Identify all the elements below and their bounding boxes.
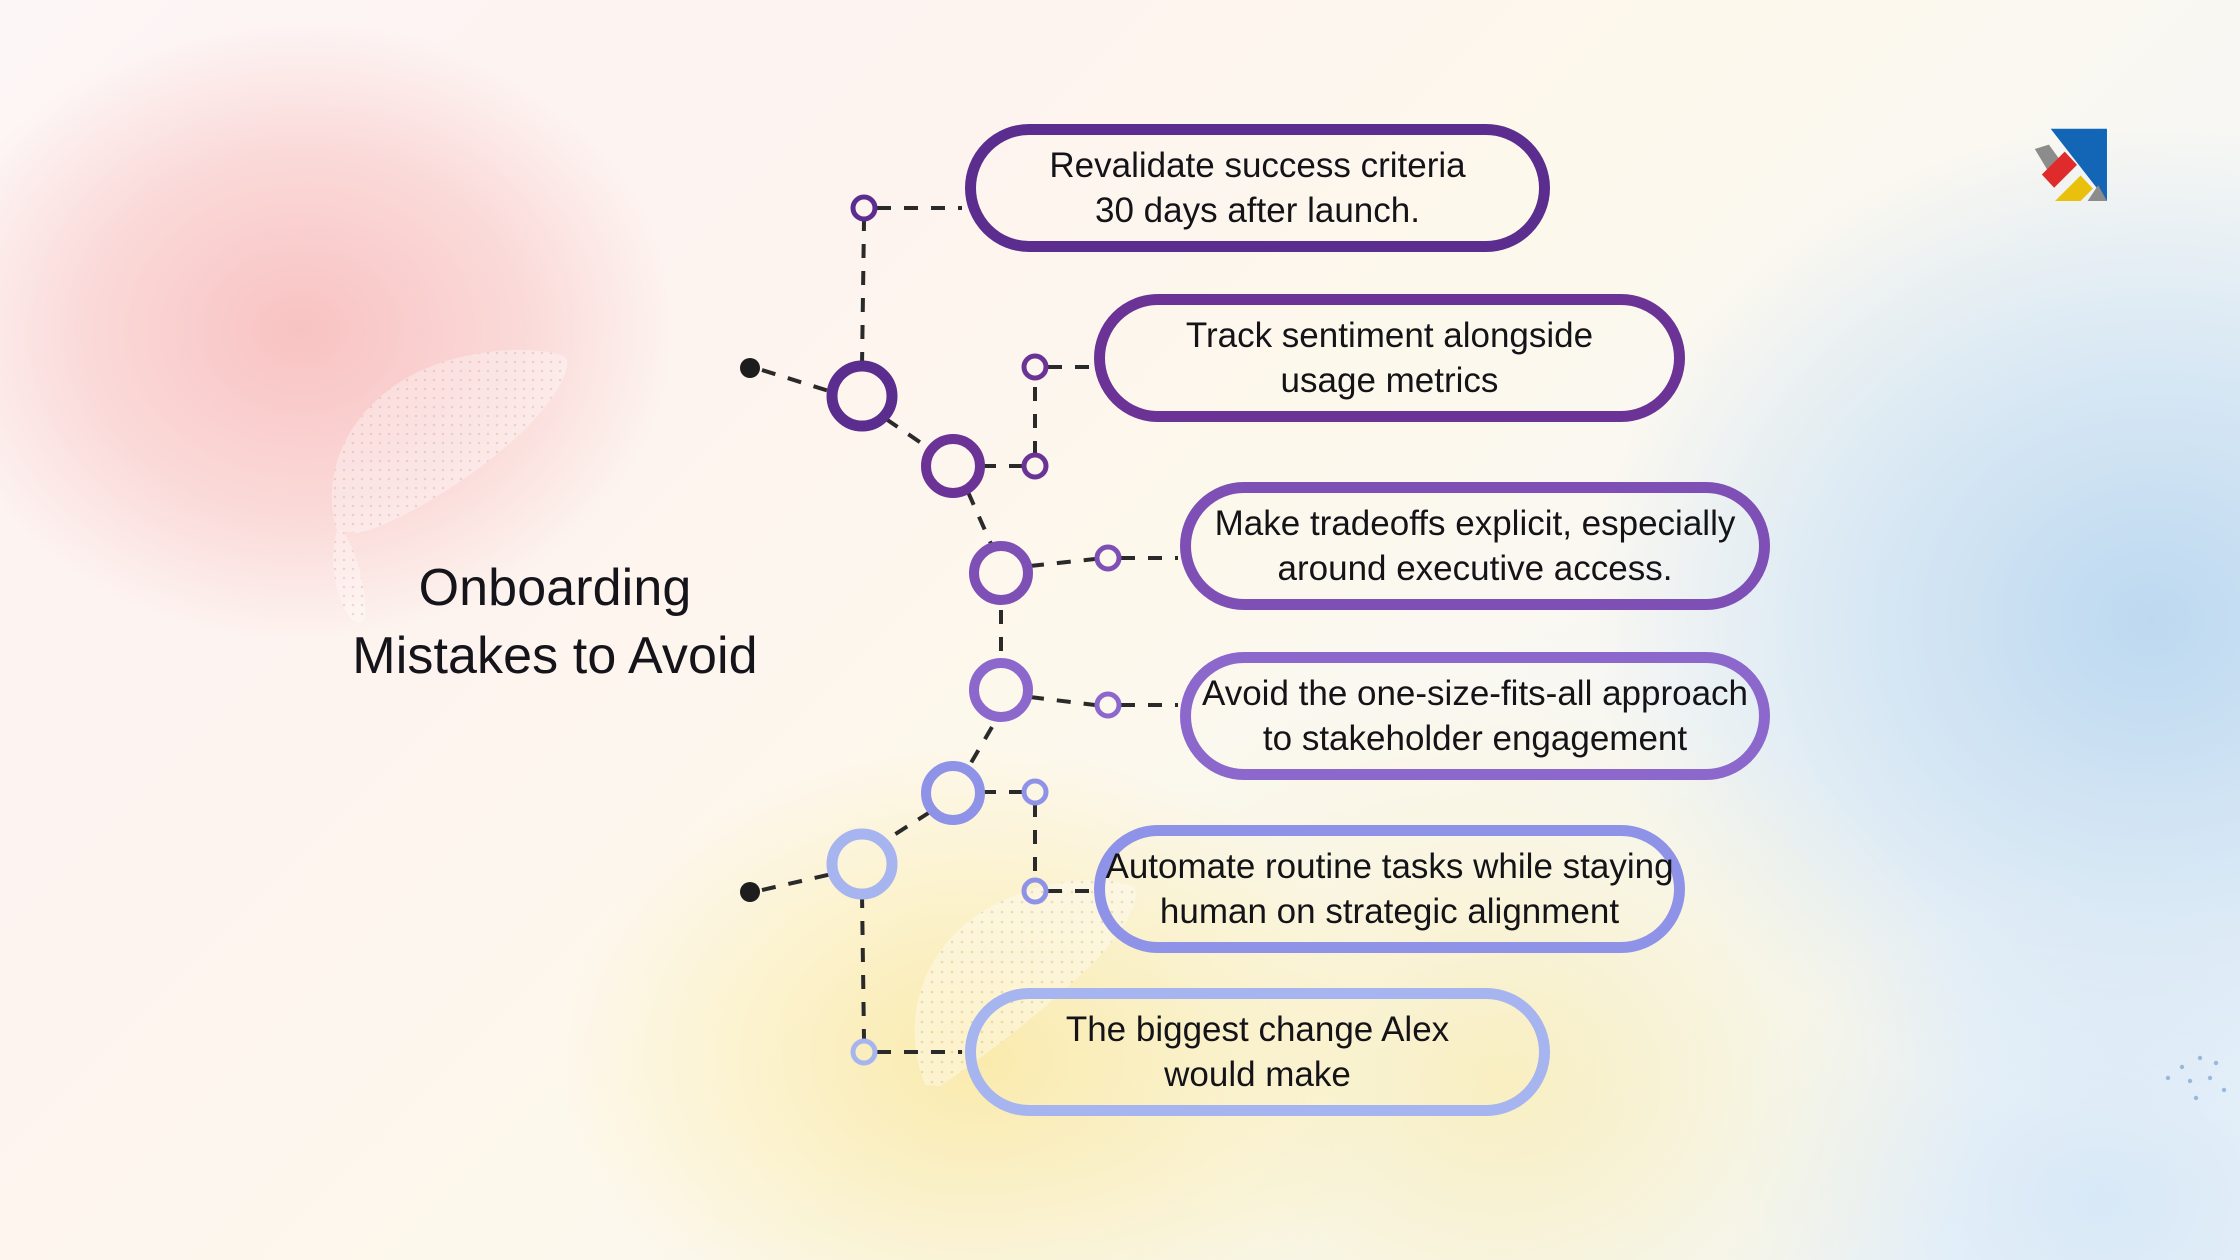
elbow-ring-1 xyxy=(850,194,878,222)
callout-bubble-3[interactable]: Make tradeoffs explicit, especially arou… xyxy=(1180,482,1770,610)
callout-1-line-1: Revalidate success criteria xyxy=(1049,145,1466,185)
callout-bubble-2[interactable]: Track sentiment alongside usage metrics xyxy=(1094,294,1685,422)
elbow-rings xyxy=(850,194,1122,1066)
page-title-line-2: Mistakes to Avoid xyxy=(352,626,758,685)
node-ring-5 xyxy=(921,761,985,825)
callout-1-line-2: 30 days after launch. xyxy=(1095,191,1420,230)
callout-bubble-1[interactable]: Revalidate success criteria 30 days afte… xyxy=(965,124,1550,252)
callout-text-2: Track sentiment alongside usage metrics xyxy=(1186,313,1593,404)
node-rings xyxy=(826,360,1033,900)
elbow-ring-5b xyxy=(1021,877,1049,905)
callout-4-line-2: to stakeholder engagement xyxy=(1262,719,1688,758)
wire-node3-to-elbow xyxy=(1029,557,1096,568)
callout-bubble-6[interactable]: The biggest change Alex would make xyxy=(965,988,1550,1116)
wire-node5-to-node6 xyxy=(884,810,932,842)
callout-text-5: Automate routine tasks while staying hum… xyxy=(1105,844,1673,935)
callout-2-line-1: Track sentiment alongside xyxy=(1185,315,1594,355)
callout-3-line-2: around executive access. xyxy=(1277,549,1673,588)
logo-gray-triangle-lower xyxy=(2087,185,2107,201)
chain-start-dot-lower xyxy=(740,882,760,902)
wire-node6-elbow-vertical xyxy=(860,893,866,1040)
node-ring-2 xyxy=(921,434,985,498)
wire-node4-to-elbow xyxy=(1029,695,1096,707)
callout-3-line-1: Make tradeoffs explicit, especially xyxy=(1214,503,1736,543)
callout-text-4: Avoid the one-size-fits-all approach to … xyxy=(1202,671,1748,762)
callout-bubble-4[interactable]: Avoid the one-size-fits-all approach to … xyxy=(1180,652,1770,780)
node-ring-1 xyxy=(826,360,898,432)
brand-logo-icon xyxy=(2034,128,2107,201)
logo-red-bar xyxy=(2041,151,2078,188)
callout-text-3: Make tradeoffs explicit, especially arou… xyxy=(1215,501,1736,592)
page-title: Onboarding Mistakes to Avoid xyxy=(330,555,780,690)
logo-yellow-bar xyxy=(2055,175,2093,201)
callout-5-line-2: human on strategic alignment xyxy=(1159,892,1620,931)
callout-bubble-5[interactable]: Automate routine tasks while staying hum… xyxy=(1094,825,1685,953)
node-ring-4 xyxy=(969,658,1033,722)
callout-4-line-1: Avoid the one-size-fits-all approach xyxy=(1201,673,1749,713)
elbow-ring-6 xyxy=(850,1038,878,1066)
connector-lines xyxy=(761,206,1178,1054)
callout-6-line-2: would make xyxy=(1164,1055,1351,1094)
elbow-ring-5a xyxy=(1021,778,1049,806)
wire-node1-elbow-vertical xyxy=(860,220,866,367)
callout-text-6: The biggest change Alex would make xyxy=(1066,1007,1449,1098)
chain-start-dot-upper xyxy=(740,358,760,378)
callout-5-line-1: Automate routine tasks while staying xyxy=(1105,846,1674,886)
elbow-ring-2a xyxy=(1021,353,1049,381)
callout-2-line-2: usage metrics xyxy=(1280,361,1499,400)
node-ring-3 xyxy=(969,541,1033,605)
wire-start-to-node6 xyxy=(761,872,833,892)
wire-start-to-node1 xyxy=(761,368,833,394)
wire-node2-to-node3 xyxy=(966,491,994,547)
callout-text-1: Revalidate success criteria 30 days afte… xyxy=(1049,143,1465,234)
callout-6-line-1: The biggest change Alex xyxy=(1065,1009,1450,1049)
logo-blue-triangle xyxy=(2050,128,2107,201)
page-title-line-1: Onboarding xyxy=(418,559,692,617)
wire-node4-to-node5 xyxy=(966,725,994,770)
wire-node1-to-node2 xyxy=(884,417,932,451)
elbow-ring-3 xyxy=(1094,544,1122,572)
elbow-ring-4 xyxy=(1094,691,1122,719)
node-ring-6 xyxy=(826,828,898,900)
elbow-ring-2b xyxy=(1021,452,1049,480)
